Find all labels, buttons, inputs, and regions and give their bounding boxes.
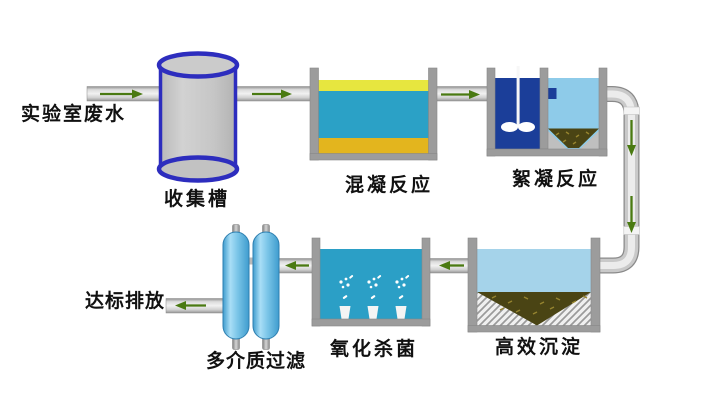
flow-arrow-down-icon: [627, 120, 636, 156]
sludge-speckles: [555, 131, 590, 145]
mixer-blade-right: [518, 122, 535, 132]
hopper-wall-left: [548, 131, 567, 149]
coagulation-label: 混凝反应: [344, 174, 434, 196]
mixer-shaft: [516, 66, 520, 127]
multimedia-filters: [222, 224, 280, 350]
sedimentation-tank: [467, 237, 601, 333]
flow-arrows: [100, 89, 636, 310]
mixer-blade-left: [501, 122, 518, 132]
flow-arrow-right-icon: [100, 89, 143, 99]
flocculation-sludge: [548, 128, 599, 148]
coagulation-tank-walls: [309, 67, 438, 161]
collection-tank-label: 收集槽: [163, 188, 231, 210]
cylinder-bottom-rim: [156, 155, 240, 183]
filtration-label: 多介质过滤: [205, 350, 307, 372]
coagulation-layer-middle: [318, 91, 429, 138]
flow-arrow-right-icon: [252, 89, 292, 99]
coagulation-layer-bottom: [318, 138, 429, 154]
hopper-wall-right: [580, 131, 599, 149]
aerator-diffusers: [339, 274, 410, 319]
source-label: 实验室废水: [21, 103, 127, 125]
flow-arrow-left-icon: [439, 261, 464, 270]
coagulation-layer-top: [318, 80, 429, 91]
pipe-filter-connector: [246, 257, 256, 265]
coagulation-tank: [309, 67, 438, 161]
sludge-speckles: [491, 295, 588, 315]
oxidation-label: 氧化杀菌: [329, 338, 419, 360]
collection-tank: [156, 51, 240, 183]
flocculation-label: 絮凝反应: [511, 168, 601, 190]
pipe-joint-band: [623, 106, 640, 115]
diffuser-icon: [395, 306, 407, 319]
flow-arrow-right-icon: [441, 90, 480, 99]
sedimentation-sludge: [477, 292, 591, 326]
filter-column-2: [252, 231, 280, 340]
oxidation-tank: [311, 237, 431, 327]
flocculation-tank-walls: [486, 67, 608, 157]
oxidation-tank-walls: [311, 237, 431, 327]
diffuser-icon: [339, 306, 351, 319]
filter-column-1: [222, 231, 250, 340]
flow-arrow-left-icon: [175, 301, 206, 310]
flocculation-overflow-port: [548, 88, 557, 99]
mixer: [501, 66, 535, 132]
diffuser-icon: [367, 306, 379, 319]
sedimentation-tank-walls: [467, 237, 601, 333]
flow-arrow-left-icon: [285, 261, 309, 270]
sedimentation-label: 高效沉淀: [494, 336, 584, 358]
flocculation-tank: [486, 66, 608, 157]
discharge-label: 达标排放: [85, 290, 166, 312]
flow-arrow-down-icon: [627, 196, 636, 233]
sedimentation-water: [477, 249, 591, 293]
cylinder-top-rim: [156, 51, 240, 79]
